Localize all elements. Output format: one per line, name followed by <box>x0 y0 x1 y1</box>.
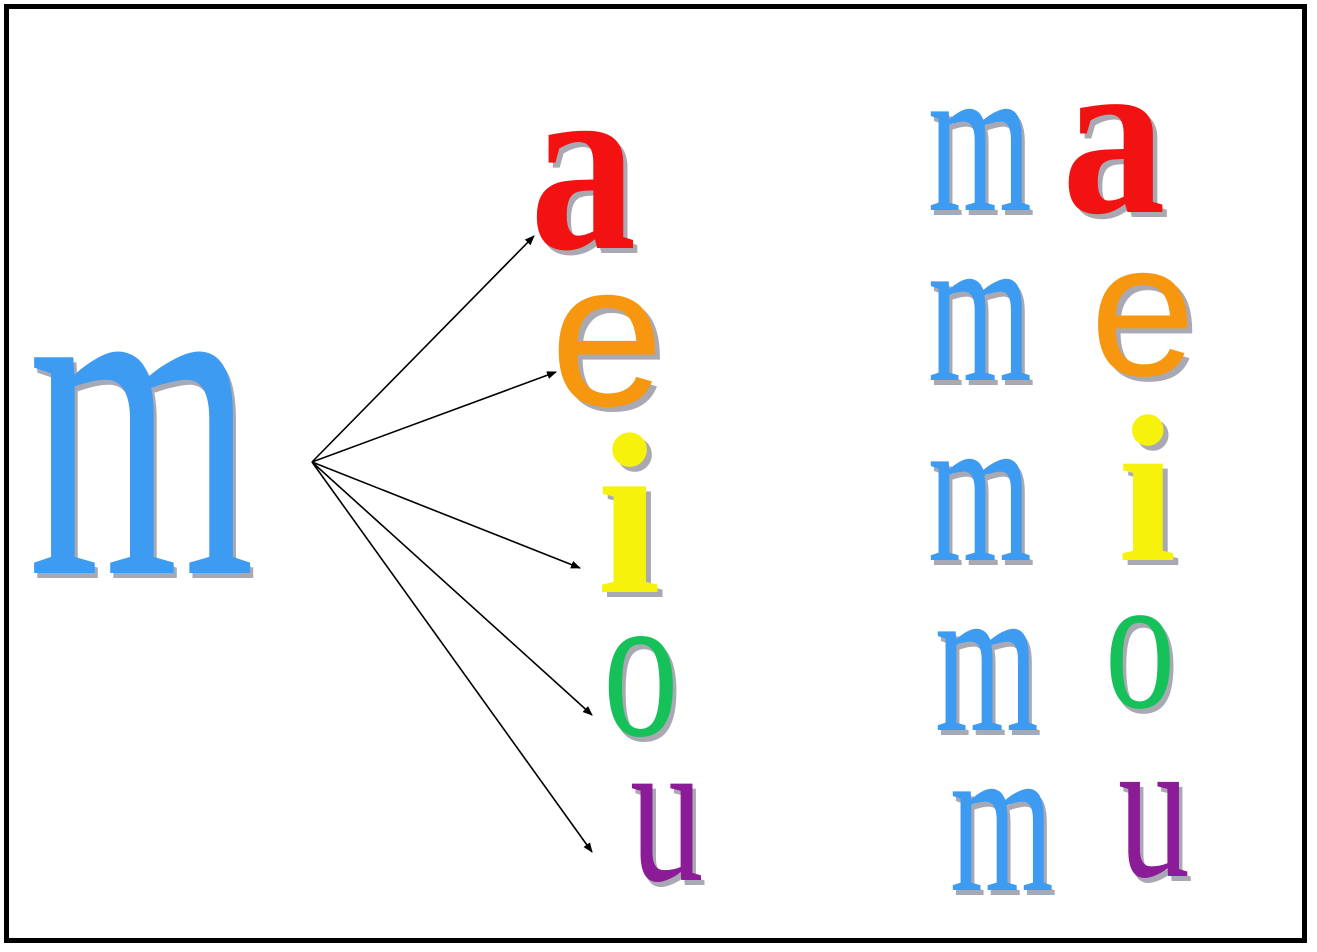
syllable-me-consonant: m <box>928 188 1032 427</box>
syllable-me-vowel: e <box>1090 204 1196 416</box>
syllable-mu-consonant: m <box>950 698 1054 937</box>
syllable-mi-vowel: i <box>1118 374 1177 606</box>
diagram-frame <box>4 4 1307 943</box>
syllable-mu-vowel: u <box>1118 694 1190 921</box>
vowel-e: e <box>550 220 665 449</box>
vowel-a: a <box>530 26 637 303</box>
vowel-i: i <box>597 387 661 642</box>
syllable-mi-consonant: m <box>928 368 1032 607</box>
consonant-m: m <box>28 154 255 675</box>
syllable-mo-consonant: m <box>935 538 1039 777</box>
vowel-o: o <box>603 549 679 781</box>
syllable-ma-consonant: m <box>928 18 1032 257</box>
syllable-mo-vowel: o <box>1105 534 1176 750</box>
vowel-u: u <box>630 694 704 926</box>
syllable-ma-vowel: a <box>1062 7 1166 262</box>
